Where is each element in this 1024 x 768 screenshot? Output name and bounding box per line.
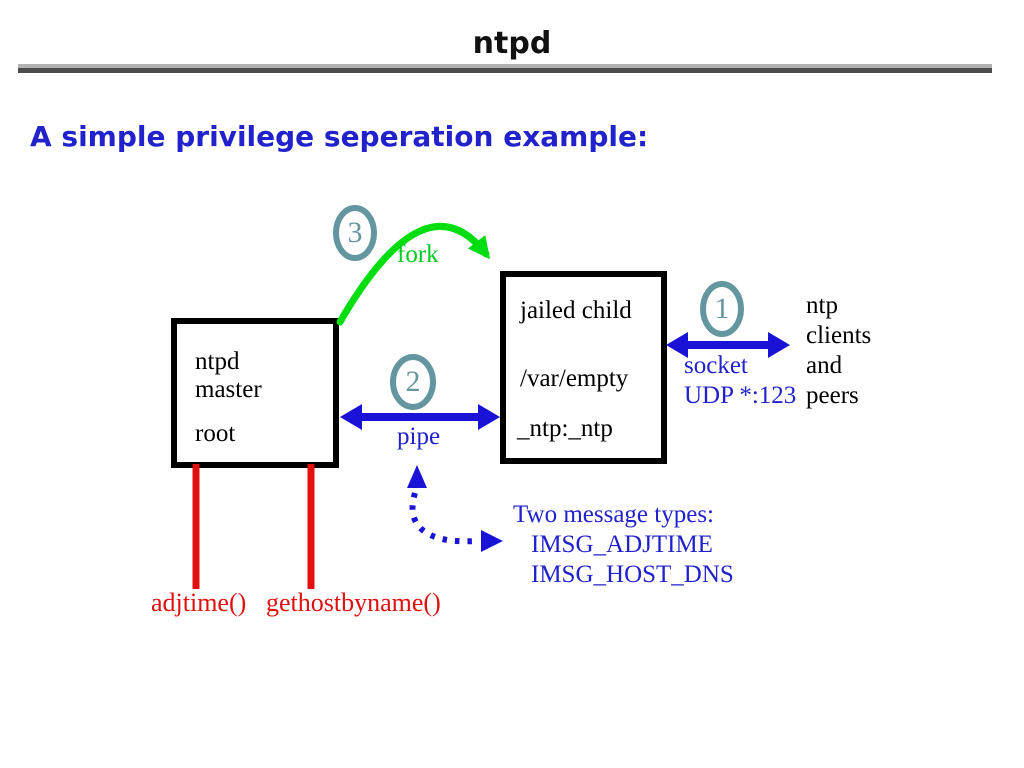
clients-line-ntp: ntp: [806, 292, 838, 319]
udp-port-label: UDP *:123: [684, 382, 797, 409]
clients-line-and: and: [806, 352, 843, 379]
pipe-arrow-left-head: [340, 404, 362, 430]
message-type-host-dns: IMSG_HOST_DNS: [531, 561, 734, 588]
message-type-adjtime: IMSG_ADJTIME: [531, 531, 713, 558]
page-title: ntpd: [472, 26, 552, 61]
master-box-line-master: master: [195, 376, 262, 403]
slide-heading: A simple privilege seperation example:: [30, 120, 649, 153]
master-box-line-root: root: [195, 420, 236, 447]
child-box-line-jailed-child: jailed child: [520, 297, 632, 324]
clients-line-clients: clients: [806, 322, 872, 349]
step-2-ring: [390, 354, 436, 410]
fork-label: fork: [397, 241, 439, 268]
socket-arrow-shaft: [682, 341, 772, 349]
clients-line-peers: peers: [806, 382, 859, 409]
step-3-number: 3: [347, 216, 363, 249]
title-rule-light: [18, 64, 992, 68]
socket-arrow-right-head: [768, 332, 790, 358]
message-arrow-dotted-curve: [409, 492, 477, 545]
step-1-ring: [700, 281, 744, 337]
pipe-arrow-right-head: [478, 404, 500, 430]
step-3-ring: [333, 205, 377, 261]
master-box-line-ntpd: ntpd: [195, 348, 240, 375]
gethostbyname-label: gethostbyname(): [266, 588, 441, 617]
socket-arrow-left-head: [666, 332, 688, 358]
message-types-title: Two message types:: [513, 501, 714, 528]
jailed-child-box: [500, 271, 667, 464]
fork-arrow: [336, 223, 491, 326]
step-1-number: 1: [714, 292, 730, 325]
child-box-line-ntp-user: _ntp:_ntp: [517, 415, 613, 442]
step-2-number: 2: [405, 365, 421, 398]
title-rule-dark: [18, 68, 992, 73]
child-box-line-var-empty: /var/empty: [520, 365, 629, 392]
socket-label: socket: [684, 352, 748, 379]
master-process-box: [171, 318, 339, 468]
message-arrow-up-head: [407, 465, 427, 488]
pipe-label: pipe: [397, 423, 441, 450]
pipe-arrow-shaft: [356, 413, 486, 421]
message-arrow-right-head: [481, 530, 503, 552]
adjtime-label: adjtime(): [151, 588, 247, 617]
